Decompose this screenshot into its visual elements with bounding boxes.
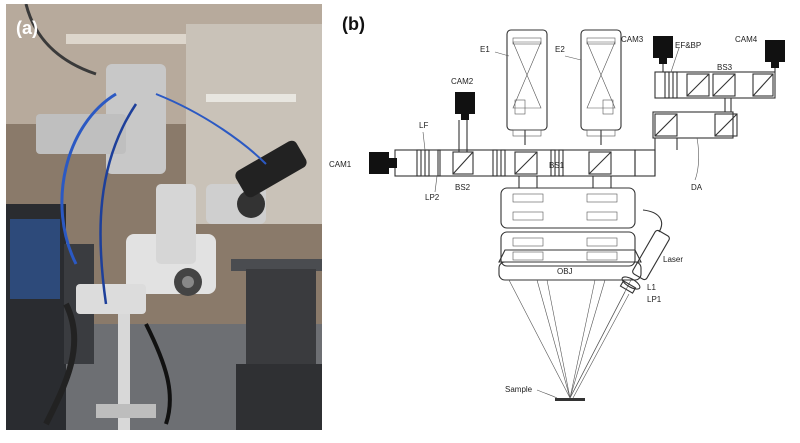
beamsplitter-bs1-left — [514, 151, 538, 175]
panel-a-label: (a) — [16, 18, 38, 38]
label-l1: L1 — [647, 283, 656, 292]
eyepiece-e2 — [580, 29, 622, 131]
camera-cam3 — [653, 36, 673, 58]
label-e2: E2 — [555, 45, 565, 54]
label-e1: E1 — [480, 45, 490, 54]
photo-microscope-setup — [6, 4, 322, 430]
beamsplitter-bs3-assembly — [654, 71, 776, 99]
label-bs1: BS1 — [549, 161, 565, 170]
optical-schematic-svg: E1 E2 CAM1 CAM2 CAM3 CAM4 EF&BP BS1 BS2 … — [329, 29, 785, 401]
laser-module — [632, 229, 670, 281]
sample-plate — [555, 398, 585, 401]
label-lf: LF — [419, 121, 428, 130]
camera-cam2 — [455, 92, 475, 114]
objective-lens — [498, 261, 642, 281]
label-cam4: CAM4 — [735, 35, 758, 44]
label-bs3: BS3 — [717, 63, 733, 72]
label-lp1: LP1 — [647, 295, 662, 304]
label-obj: OBJ — [557, 267, 573, 276]
label-da: DA — [691, 183, 703, 192]
label-laser: Laser — [663, 255, 683, 264]
optical-schematic: E1 E2 CAM1 CAM2 CAM3 CAM4 EF&BP BS1 BS2 … — [325, 0, 800, 438]
label-cam3: CAM3 — [621, 35, 644, 44]
label-ef-bp: EF&BP — [675, 41, 701, 50]
label-cam2: CAM2 — [451, 77, 474, 86]
panel-b-label: (b) — [342, 14, 365, 34]
beamsplitter-bs1-right — [588, 151, 612, 175]
camera-cam4 — [765, 40, 785, 62]
label-bs2: BS2 — [455, 183, 471, 192]
label-sample: Sample — [505, 385, 533, 394]
eyepiece-e1 — [506, 29, 548, 131]
camera-cam1 — [369, 152, 389, 174]
label-lp2: LP2 — [425, 193, 440, 202]
beamsplitter-bs2 — [452, 151, 474, 175]
label-cam1: CAM1 — [329, 160, 352, 169]
